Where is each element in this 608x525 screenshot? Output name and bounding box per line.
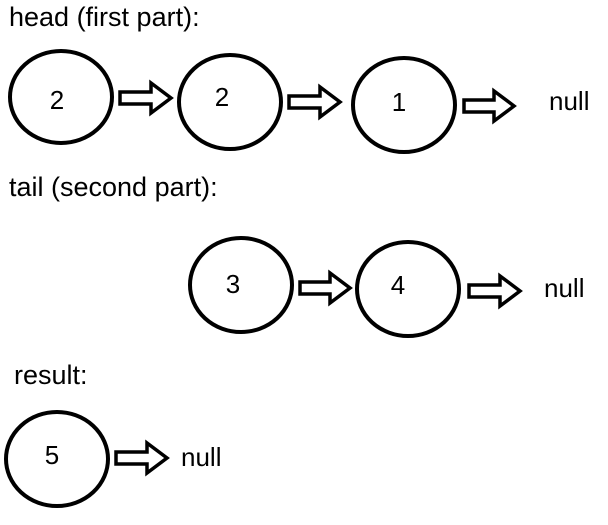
node-value: 2 [50,85,64,115]
node-value: 1 [392,87,406,117]
tail-section: tail (second part): 3 4 null [9,172,584,338]
null-terminator: null [549,86,589,116]
tail-section-label: tail (second part): [9,172,218,202]
next-arrow [114,439,170,477]
node-value: 4 [391,270,405,300]
node-value: 5 [45,440,59,470]
list-node: 2 [177,53,283,151]
null-terminator: null [544,273,584,303]
list-node: 2 [8,49,114,145]
next-arrow [118,79,174,117]
head-section: head (first part): 2 2 1 null [8,2,589,154]
result-section-label: result: [14,360,88,390]
list-node: 1 [351,56,457,154]
next-arrow [298,269,353,307]
next-arrow [287,83,343,121]
list-node: 5 [4,410,110,508]
null-terminator: null [181,442,221,472]
head-section-label: head (first part): [9,2,200,32]
list-node: 4 [355,240,461,338]
list-node: 3 [188,236,294,334]
result-section: result: 5 null [4,360,221,508]
node-value: 3 [226,269,240,299]
next-arrow [467,272,523,310]
next-arrow [462,87,517,125]
node-value: 2 [215,82,229,112]
